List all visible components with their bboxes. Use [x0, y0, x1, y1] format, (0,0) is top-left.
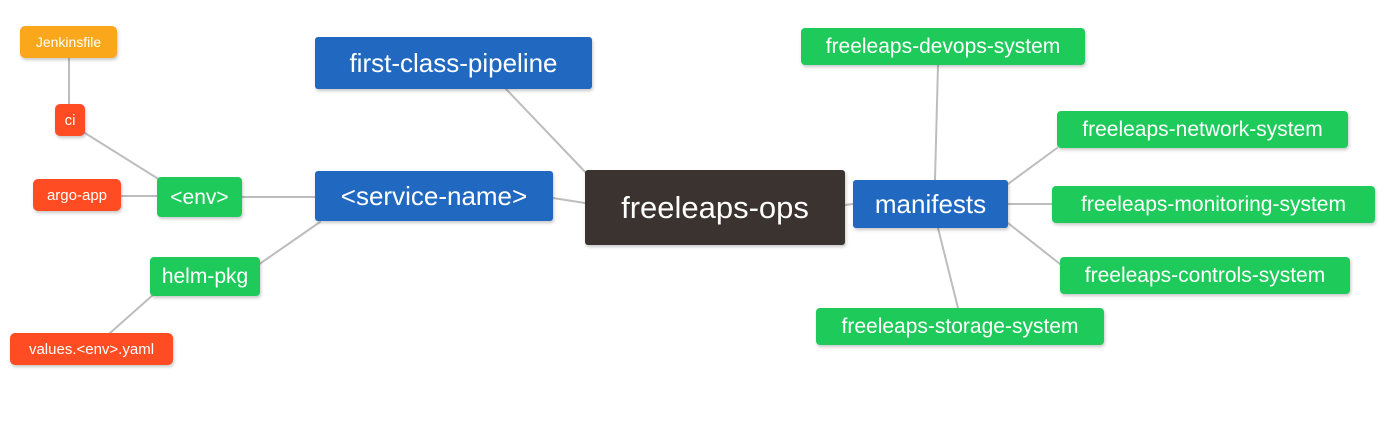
edge-env-to-ci	[84, 132, 161, 181]
node-freeleaps-monitoring-system[interactable]: freeleaps-monitoring-system	[1052, 186, 1375, 223]
edge-manifests-to-freeleaps-controls-system	[1007, 222, 1061, 265]
node-env[interactable]: <env>	[157, 177, 242, 217]
edge-manifests-to-freeleaps-devops-system	[934, 64, 939, 181]
edge-service-name-to-helm-pkg	[257, 221, 321, 266]
node-freeleaps-ops[interactable]: freeleaps-ops	[585, 170, 845, 245]
node-jenkinsfile[interactable]: Jenkinsfile	[20, 26, 117, 58]
edge-freeleaps-ops-to-first-class-pipeline	[505, 88, 590, 177]
node-manifests[interactable]: manifests	[853, 180, 1008, 228]
edge-manifests-to-freeleaps-network-system	[1007, 147, 1058, 185]
node-first-class-pipeline[interactable]: first-class-pipeline	[315, 37, 592, 89]
node-helm-pkg[interactable]: helm-pkg	[150, 257, 260, 296]
node-freeleaps-controls-system[interactable]: freeleaps-controls-system	[1060, 257, 1350, 294]
edge-helm-pkg-to-values-env-yaml	[109, 293, 155, 334]
edge-freeleaps-ops-to-manifests	[844, 203, 854, 206]
node-values-env-yaml[interactable]: values.<env>.yaml	[10, 333, 173, 365]
node-freeleaps-network-system[interactable]: freeleaps-network-system	[1057, 111, 1348, 148]
node-freeleaps-devops-system[interactable]: freeleaps-devops-system	[801, 28, 1085, 65]
node-service-name[interactable]: <service-name>	[315, 171, 553, 221]
node-ci[interactable]: ci	[55, 104, 85, 136]
edge-manifests-to-freeleaps-storage-system	[937, 227, 959, 309]
edge-freeleaps-ops-to-service-name	[552, 197, 586, 204]
node-argo-app[interactable]: argo-app	[33, 179, 121, 211]
node-freeleaps-storage-system[interactable]: freeleaps-storage-system	[816, 308, 1104, 345]
